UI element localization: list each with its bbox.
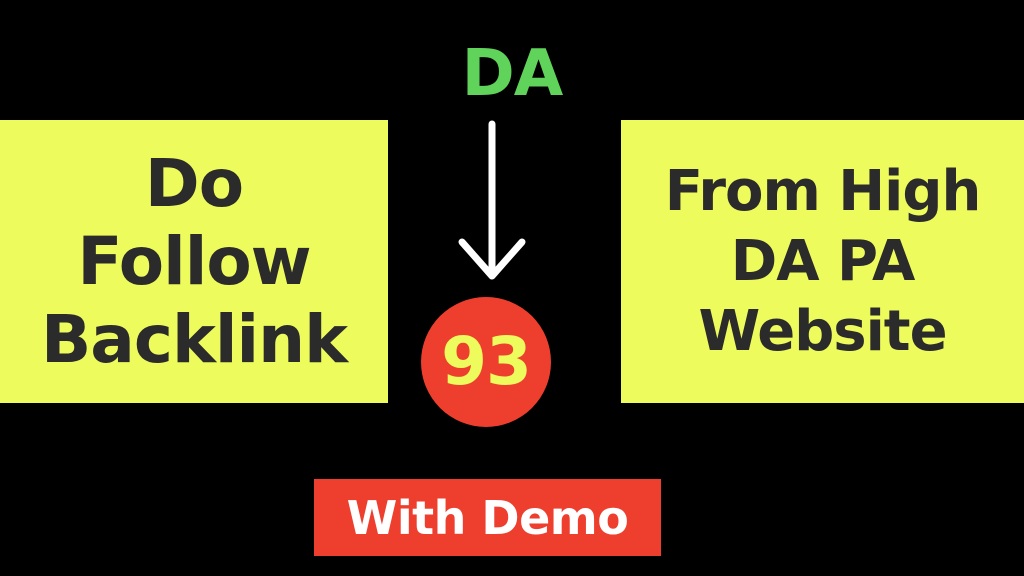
right-panel-line: From High (664, 158, 982, 224)
right-panel: From High DA PA Website (621, 120, 1024, 403)
da-score-value: 93 (441, 323, 532, 400)
left-panel-line: Do (144, 144, 244, 222)
with-demo-banner: With Demo (314, 479, 661, 556)
right-panel-line: Website (698, 298, 947, 364)
left-panel-line: Backlink (41, 300, 348, 378)
right-panel-text: From High DA PA Website (664, 157, 982, 367)
left-panel: Do Follow Backlink (0, 120, 388, 403)
da-score-badge: 93 (421, 297, 551, 427)
left-panel-line: Follow (77, 222, 311, 300)
right-panel-line: DA PA (730, 228, 916, 294)
da-label: DA (461, 37, 564, 111)
with-demo-label: With Demo (346, 490, 629, 545)
left-panel-text: Do Follow Backlink (41, 144, 348, 379)
arrow-down-icon (458, 120, 526, 280)
